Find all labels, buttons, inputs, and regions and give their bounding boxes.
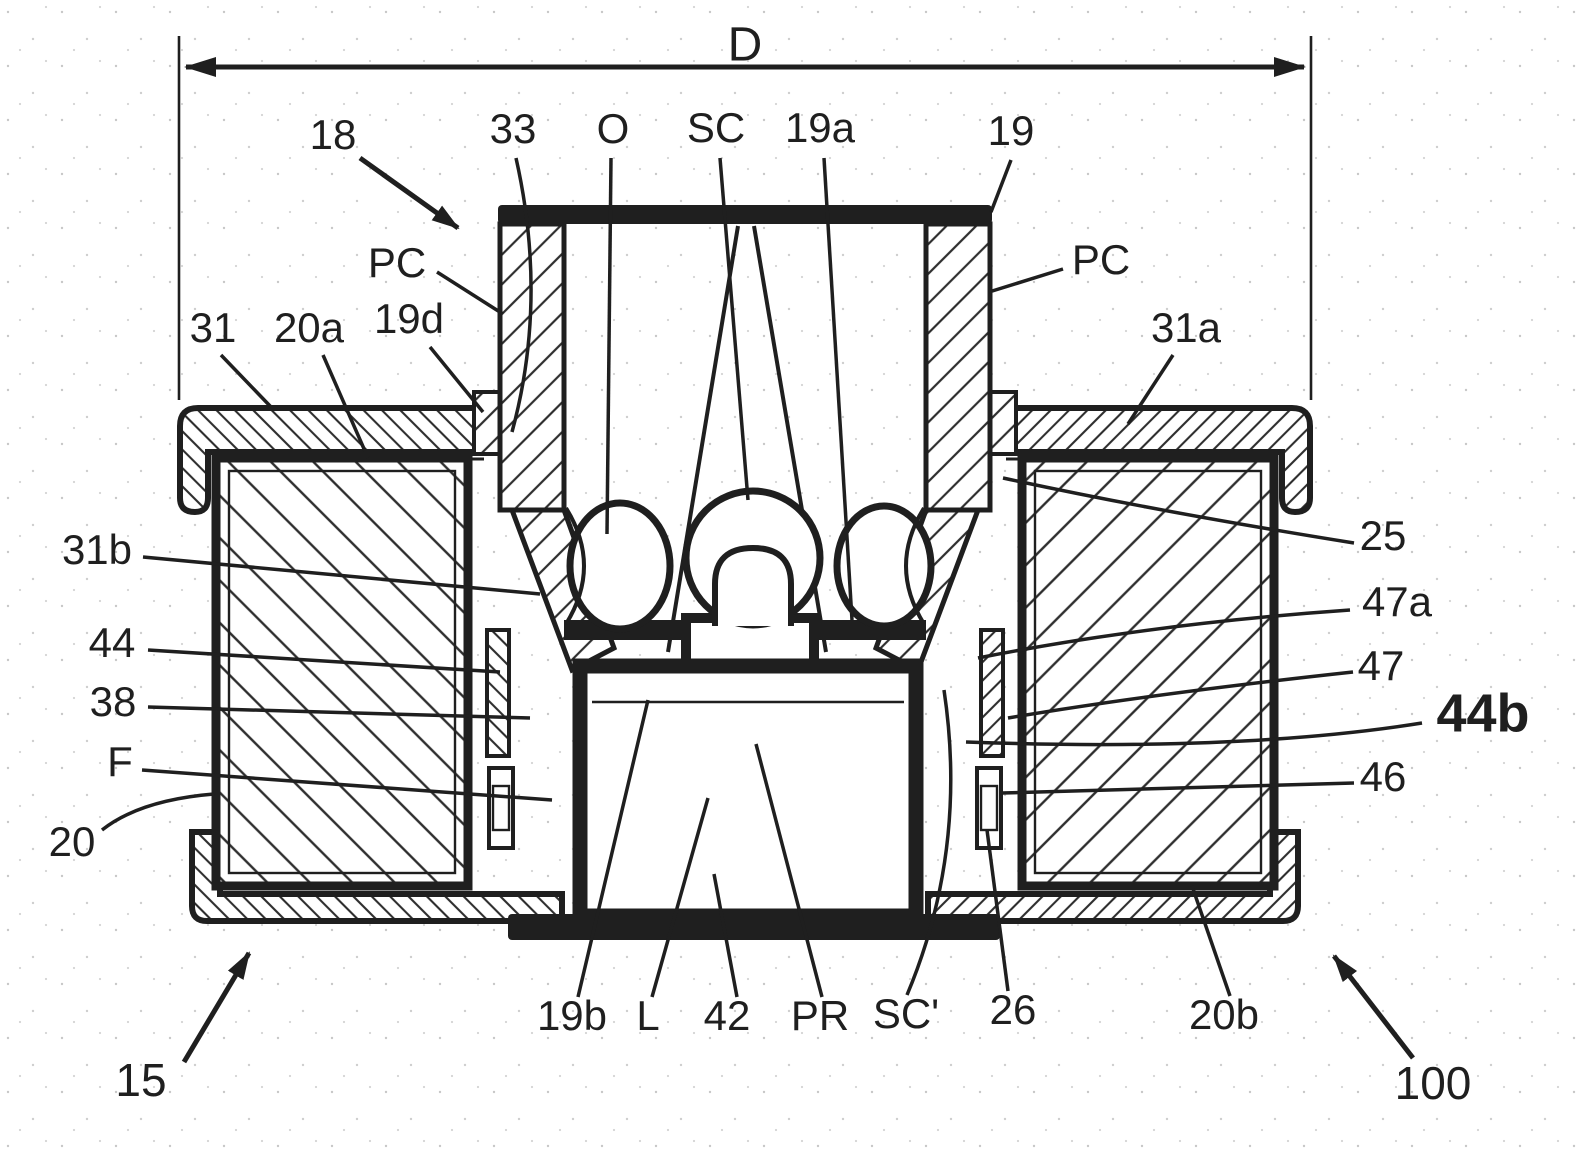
leader-n19b (576, 699, 650, 998)
leader-n38 (147, 705, 531, 720)
leader-n20a (321, 354, 370, 459)
right-seal-stack (975, 628, 1005, 850)
leader-n33 (510, 157, 533, 433)
leader-nSCp (905, 689, 953, 996)
device-cross-section (177, 205, 1313, 940)
leader-nO (605, 157, 613, 535)
label-n19a: 19a (785, 104, 856, 151)
label-n19d: 19d (374, 295, 444, 342)
right-seat-arc (904, 506, 926, 626)
leader-n20 (100, 792, 215, 832)
leader-n15 (181, 951, 252, 1064)
left-seal-stack (485, 628, 515, 850)
leader-n25 (1002, 476, 1355, 545)
label-n15: 15 (115, 1054, 166, 1106)
leader-pcRight (988, 267, 1064, 294)
leader-n18 (358, 155, 460, 231)
label-n33: 33 (490, 105, 537, 152)
label-pcLeft: PC (368, 239, 426, 286)
label-n19b: 19b (537, 992, 607, 1039)
left-block-20a (211, 453, 473, 891)
right-tube-wall (923, 221, 993, 513)
leader-n19a (822, 157, 854, 621)
label-nL: L (636, 992, 659, 1039)
leader-n44b (965, 721, 1423, 747)
leader-pcLeft (436, 270, 504, 316)
central-tube-housing (472, 205, 1018, 674)
leader-n19d (428, 345, 485, 414)
leader-n100 (1332, 954, 1415, 1060)
label-n38: 38 (90, 678, 137, 725)
label-n44: 44 (89, 619, 136, 666)
dimension-D (177, 36, 1313, 400)
center-bottom-skirt (508, 914, 1000, 940)
label-d: D (728, 19, 763, 72)
right-bottom-tray (925, 829, 1301, 924)
label-n20b: 20b (1189, 991, 1259, 1038)
leader-n31b (142, 555, 541, 596)
label-nSC: SC (687, 104, 745, 151)
leader-nPR (754, 743, 824, 998)
label-n47a: 47a (1362, 578, 1433, 625)
tube-top-band (498, 205, 992, 224)
leader-n31 (219, 353, 273, 409)
leader-n26 (985, 829, 1010, 992)
label-n46: 46 (1360, 753, 1407, 800)
leader-n44 (147, 648, 501, 674)
left-seat-arc (564, 506, 586, 626)
leader-nF (141, 768, 553, 802)
leader-nL (650, 797, 710, 998)
leader-n46 (1001, 781, 1355, 795)
right-block-20b (1017, 453, 1279, 891)
leader-n47a (977, 608, 1351, 660)
label-n31a: 31a (1151, 304, 1222, 351)
label-n100: 100 (1395, 1057, 1472, 1109)
left-port-O (566, 499, 674, 633)
left-bottom-tray (189, 829, 565, 924)
leader-lines-layer (100, 155, 1423, 1064)
label-nF: F (107, 738, 133, 785)
label-n26: 26 (990, 986, 1037, 1033)
label-nO: O (597, 105, 630, 152)
leader-n42 (712, 873, 739, 998)
label-n47: 47 (1358, 642, 1405, 689)
label-nSCp: SC' (873, 990, 939, 1037)
leader-n31a (1126, 354, 1175, 425)
label-n20: 20 (49, 818, 96, 865)
label-n31: 31 (190, 304, 237, 351)
label-pcRight: PC (1072, 236, 1130, 283)
leader-nSC (718, 157, 750, 501)
label-n25: 25 (1360, 512, 1407, 559)
lower-center-block (508, 658, 1000, 940)
label-n42: 42 (704, 992, 751, 1039)
center-dome (712, 544, 794, 626)
label-n44b: 44b (1436, 683, 1529, 743)
leader-n20b (1190, 885, 1232, 997)
label-nPR: PR (791, 992, 849, 1039)
leader-n19 (989, 159, 1013, 213)
leader-n47 (1007, 670, 1354, 720)
label-n20a: 20a (274, 304, 345, 351)
label-n19: 19 (988, 107, 1035, 154)
sealing-elements (564, 487, 935, 633)
label-n31b: 31b (62, 526, 132, 573)
right-port (833, 502, 935, 630)
label-n18: 18 (310, 111, 357, 158)
